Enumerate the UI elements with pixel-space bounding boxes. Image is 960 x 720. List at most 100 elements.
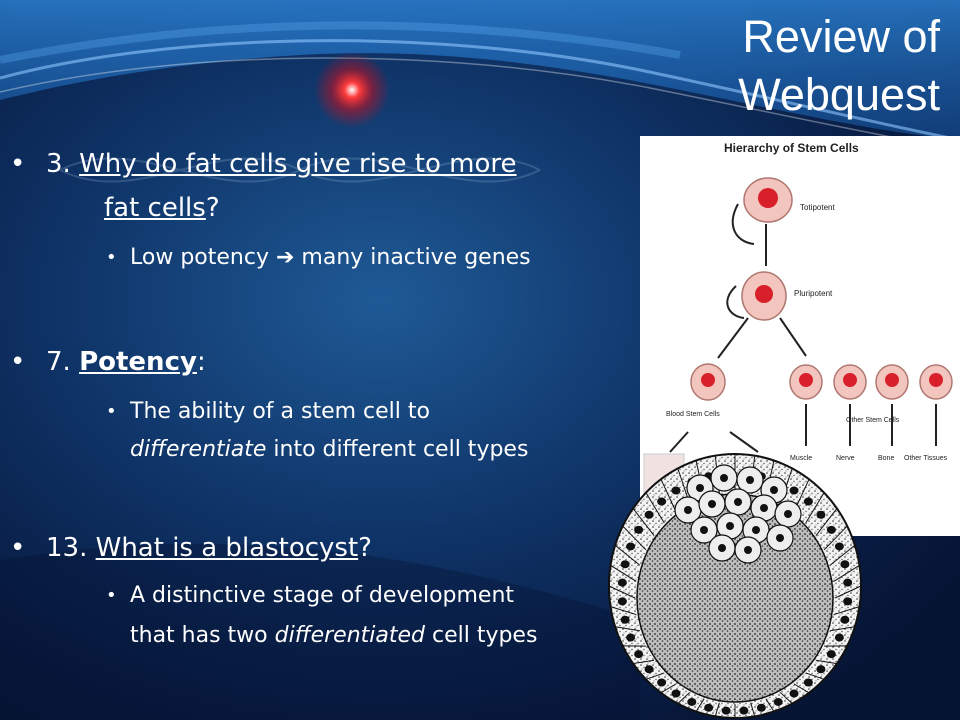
trophoblast-cell-wall (793, 683, 810, 694)
trophoblast-cell-wall (830, 626, 855, 632)
bullet-3-question-part1: Why do fat cells give rise to more (79, 149, 517, 179)
bullet-list: • 3. Why do fat cells give rise to more … (0, 0, 620, 720)
trophoblast-cell-wall (632, 508, 655, 537)
answer-part-b: many inactive genes (301, 245, 531, 270)
bullet-7-def-line1: The ability of a stem cell to (130, 399, 430, 424)
inner-cell-nucleus (700, 526, 708, 534)
answer-italic-word: differentiated (274, 623, 425, 648)
trophoblast-nucleus (617, 578, 627, 587)
trophoblast-nucleus (843, 578, 853, 587)
label-totipotent: Totipotent (800, 203, 835, 212)
title-line-1: Review of (742, 11, 940, 62)
answer-part-a: Low potency (130, 245, 269, 270)
trophoblast-nucleus (816, 510, 826, 519)
label-other-tissues: Other Tissues (904, 455, 948, 462)
trophoblast-cell-wall (695, 698, 705, 712)
label-bone: Bone (878, 455, 894, 462)
trophoblast-nucleus (843, 597, 853, 606)
trophoblast-cell-wall (610, 564, 637, 582)
bullet-3-question-part2: fat cells (104, 193, 206, 223)
trophoblast-nucleus (803, 678, 813, 687)
self-renew-arrow-1 (731, 203, 755, 245)
trophoblast-cell-wall (815, 659, 838, 665)
trophoblast-nucleus (634, 650, 644, 659)
trophoblast-cell-wall (677, 692, 690, 704)
trophoblast-cell-wall (815, 508, 838, 537)
answer-line2-b: cell types (424, 623, 538, 648)
def-rest: into different cell types (266, 437, 529, 462)
trophoblast-nucleus (704, 703, 714, 712)
bullet-13-line1: 13. What is a blastocyst? (46, 530, 372, 566)
bullet-13-qmark: ? (358, 533, 372, 563)
trophoblast-cell-wall (645, 492, 665, 524)
trophoblast-cell-wall (645, 672, 665, 680)
trophoblast-cell-wall (660, 478, 677, 513)
trophoblast-nucleus (644, 510, 654, 519)
trophoblast-nucleus (671, 689, 681, 698)
trophoblast-cell-wall (660, 683, 677, 694)
trophoblast-cell-wall (750, 702, 756, 717)
inner-cell-nucleus (752, 526, 760, 534)
trophoblast-nucleus (617, 597, 627, 606)
trophoblast-nucleus (657, 678, 667, 687)
trophoblast-nucleus (626, 542, 636, 551)
trophoblast-nucleus (644, 665, 654, 674)
bullet-3-qmark: ? (205, 193, 220, 223)
trophoblast-cell-wall (610, 606, 637, 616)
trophoblast-cell-wall (714, 702, 720, 717)
slide-title: Review of Webquest (738, 8, 940, 124)
trophoblast-nucleus (803, 497, 813, 506)
trophoblast-cell-wall (823, 525, 848, 551)
inner-cell-nucleus (746, 476, 754, 484)
trophoblast-cell-wall (614, 544, 641, 566)
bullet-3-answer: Low potency ➔ many inactive genes (130, 240, 531, 276)
trophoblast-nucleus (739, 706, 749, 715)
label-other-stem-cells: Other Stem Cells (846, 417, 900, 424)
inner-cell-nucleus (734, 498, 742, 506)
label-muscle: Muscle (790, 455, 812, 462)
inner-cell-nucleus (718, 544, 726, 552)
trophoblast-cell-wall (833, 564, 860, 582)
answer-line2-a: that has two (130, 623, 275, 648)
hierarchy-title: Hierarchy of Stem Cells (724, 141, 859, 155)
blastocyst-illustration (604, 448, 866, 720)
bullet-glyph: • (10, 149, 26, 179)
bullet-13-answer-line2: that has two differentiated cell types (130, 618, 537, 654)
trophoblast-nucleus (834, 542, 844, 551)
sub-bullet-glyph: • (106, 401, 117, 422)
bullet-7-number: 7. (46, 347, 71, 377)
inner-cell-nucleus (696, 484, 704, 492)
trophoblast-nucleus (620, 560, 630, 569)
arrow-to-blood (717, 317, 749, 359)
trophoblast-nucleus (826, 650, 836, 659)
trophoblast-cell-wall (805, 672, 825, 680)
trophoblast-nucleus (620, 615, 630, 624)
inner-cell-nucleus (708, 500, 716, 508)
sub-bullet-glyph: • (106, 585, 117, 606)
trophoblast-cell-wall (805, 492, 825, 524)
hierarchy-diagram: Hierarchy of Stem Cells Totipotent Pluri… (643, 141, 953, 515)
trophoblast-nucleus (634, 525, 644, 534)
trophoblast-nucleus (626, 633, 636, 642)
bullet-7-term: Potency (79, 347, 197, 377)
label-nerve: Nerve (836, 455, 855, 462)
inner-cell-nucleus (770, 486, 778, 494)
trophoblast-cell-wall (829, 544, 856, 566)
inner-cell-nucleus (720, 474, 728, 482)
bullet-13-question: What is a blastocyst (95, 533, 359, 563)
inner-cell-nucleus (744, 546, 752, 554)
bullet-13-answer-line1: A distinctive stage of development (130, 583, 515, 608)
label-pluripotent: Pluripotent (794, 289, 833, 298)
trophoblast-nucleus (657, 497, 667, 506)
trophoblast-cell-wall (780, 692, 793, 704)
inner-cell-nucleus (684, 506, 692, 514)
arrow-icon: ➔ (275, 245, 295, 270)
title-line-2: Webquest (738, 69, 940, 120)
bullet-3-line1: 3. Why do fat cells give rise to more (46, 146, 517, 182)
trophoblast-cell-wall (632, 659, 655, 665)
inner-cell-nucleus (784, 510, 792, 518)
bullet-glyph: • (10, 533, 26, 563)
trophoblast-nucleus (671, 486, 681, 495)
